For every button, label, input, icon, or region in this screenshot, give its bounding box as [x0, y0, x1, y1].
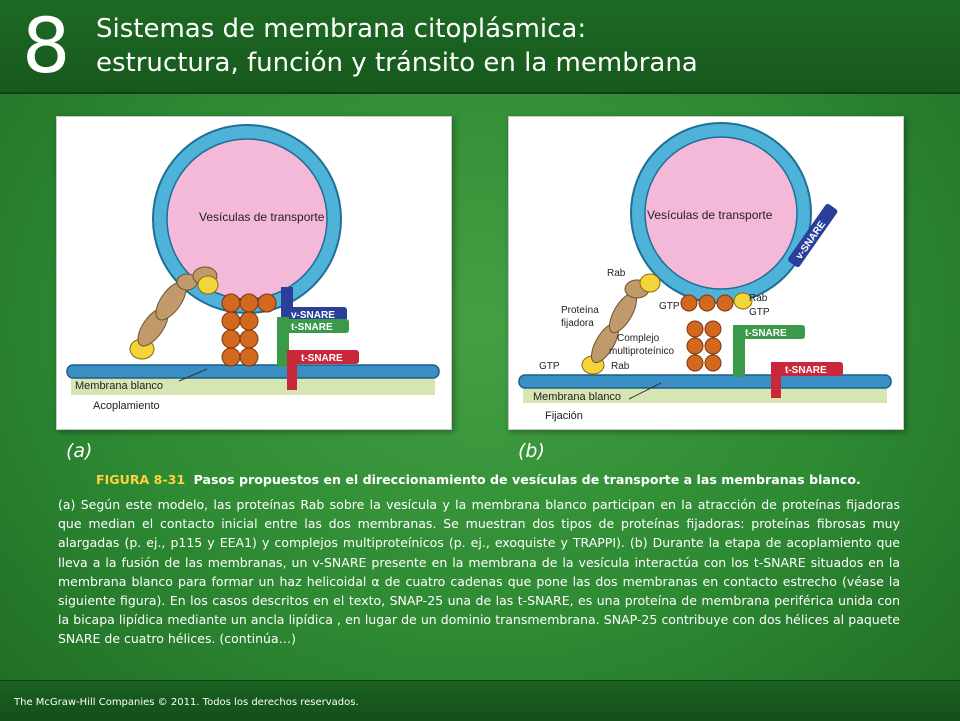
t-snare-green [733, 325, 805, 339]
chapter-number: 8 [22, 1, 71, 90]
v-snare-label: v-SNARE [291, 310, 335, 321]
panel-a-letter: (a) [66, 440, 93, 462]
figure-title: FIGURA 8-31 Pasos propuestos en el direc… [96, 472, 916, 487]
label-complex-1: Complejo [617, 333, 660, 344]
slide-header: 8 Sistemas de membrana citoplásmica: est… [0, 0, 960, 94]
label-tether-1: Proteína [561, 305, 599, 316]
t-snare-green [277, 319, 349, 333]
stage-label: Acoplamiento [93, 400, 160, 412]
rab-top [639, 273, 661, 293]
rab-top [197, 275, 219, 295]
t-snare-red [771, 362, 843, 376]
t-snare-red [287, 350, 359, 364]
multiprotein-complex [686, 320, 722, 372]
vesicle-label: Vesículas de transporte [199, 210, 325, 224]
label-rab-right: Rab [749, 293, 768, 304]
target-membrane [66, 364, 440, 379]
figure-caption: (a) Según este modelo, las proteínas Rab… [58, 497, 900, 647]
membrane-label: Membrana blanco [75, 380, 163, 392]
panel-b-image: Vesículas de transporte v-SNARE t-SNARE … [508, 116, 904, 430]
label-gtp-bottom: GTP [539, 361, 560, 372]
panel-a-image: Vesículas de transporte v-SNARE t-SNARE … [56, 116, 452, 430]
label-complex-2: multiproteínico [609, 346, 674, 357]
membrane-label: Membrana blanco [533, 391, 621, 403]
vesicle-lumen [644, 136, 798, 290]
v-snare [281, 307, 347, 321]
membrane-band [71, 377, 435, 395]
t-snare-label-2: t-SNARE [785, 365, 827, 376]
label-gtp-right: GTP [749, 307, 770, 318]
figure-number: FIGURA 8-31 [96, 472, 186, 487]
label-rab-bottom: Rab [611, 361, 630, 372]
slide-title-line1: Sistemas de membrana citoplásmica: [96, 14, 587, 44]
panel-b-letter: (b) [518, 440, 545, 462]
t-snare-label-1: t-SNARE [745, 328, 787, 339]
panel-b-diagram: Vesículas de transporte v-SNARE t-SNARE … [509, 117, 903, 429]
v-snare [788, 203, 838, 267]
membrane-band [523, 387, 887, 403]
target-membrane [518, 374, 892, 389]
label-rab-top: Rab [607, 268, 626, 279]
label-gtp-top: GTP [659, 301, 680, 312]
figure-title-text: Pasos propuestos en el direccionamiento … [193, 472, 861, 487]
panel-a-diagram: Vesículas de transporte v-SNARE t-SNARE … [57, 117, 451, 429]
copyright-notice: The McGraw-Hill Companies © 2011. Todos … [14, 697, 359, 708]
stage-label: Fijación [545, 410, 583, 422]
t-snare-label-2: t-SNARE [301, 353, 343, 364]
slide-footer: The McGraw-Hill Companies © 2011. Todos … [0, 680, 960, 721]
slide-title-line2: estructura, función y tránsito en la mem… [96, 48, 698, 78]
vesicle-label: Vesículas de transporte [647, 208, 773, 222]
t-snare-label-1: t-SNARE [291, 322, 333, 333]
label-tether-2: fijadora [561, 318, 594, 329]
multiprotein-complex [221, 293, 277, 367]
